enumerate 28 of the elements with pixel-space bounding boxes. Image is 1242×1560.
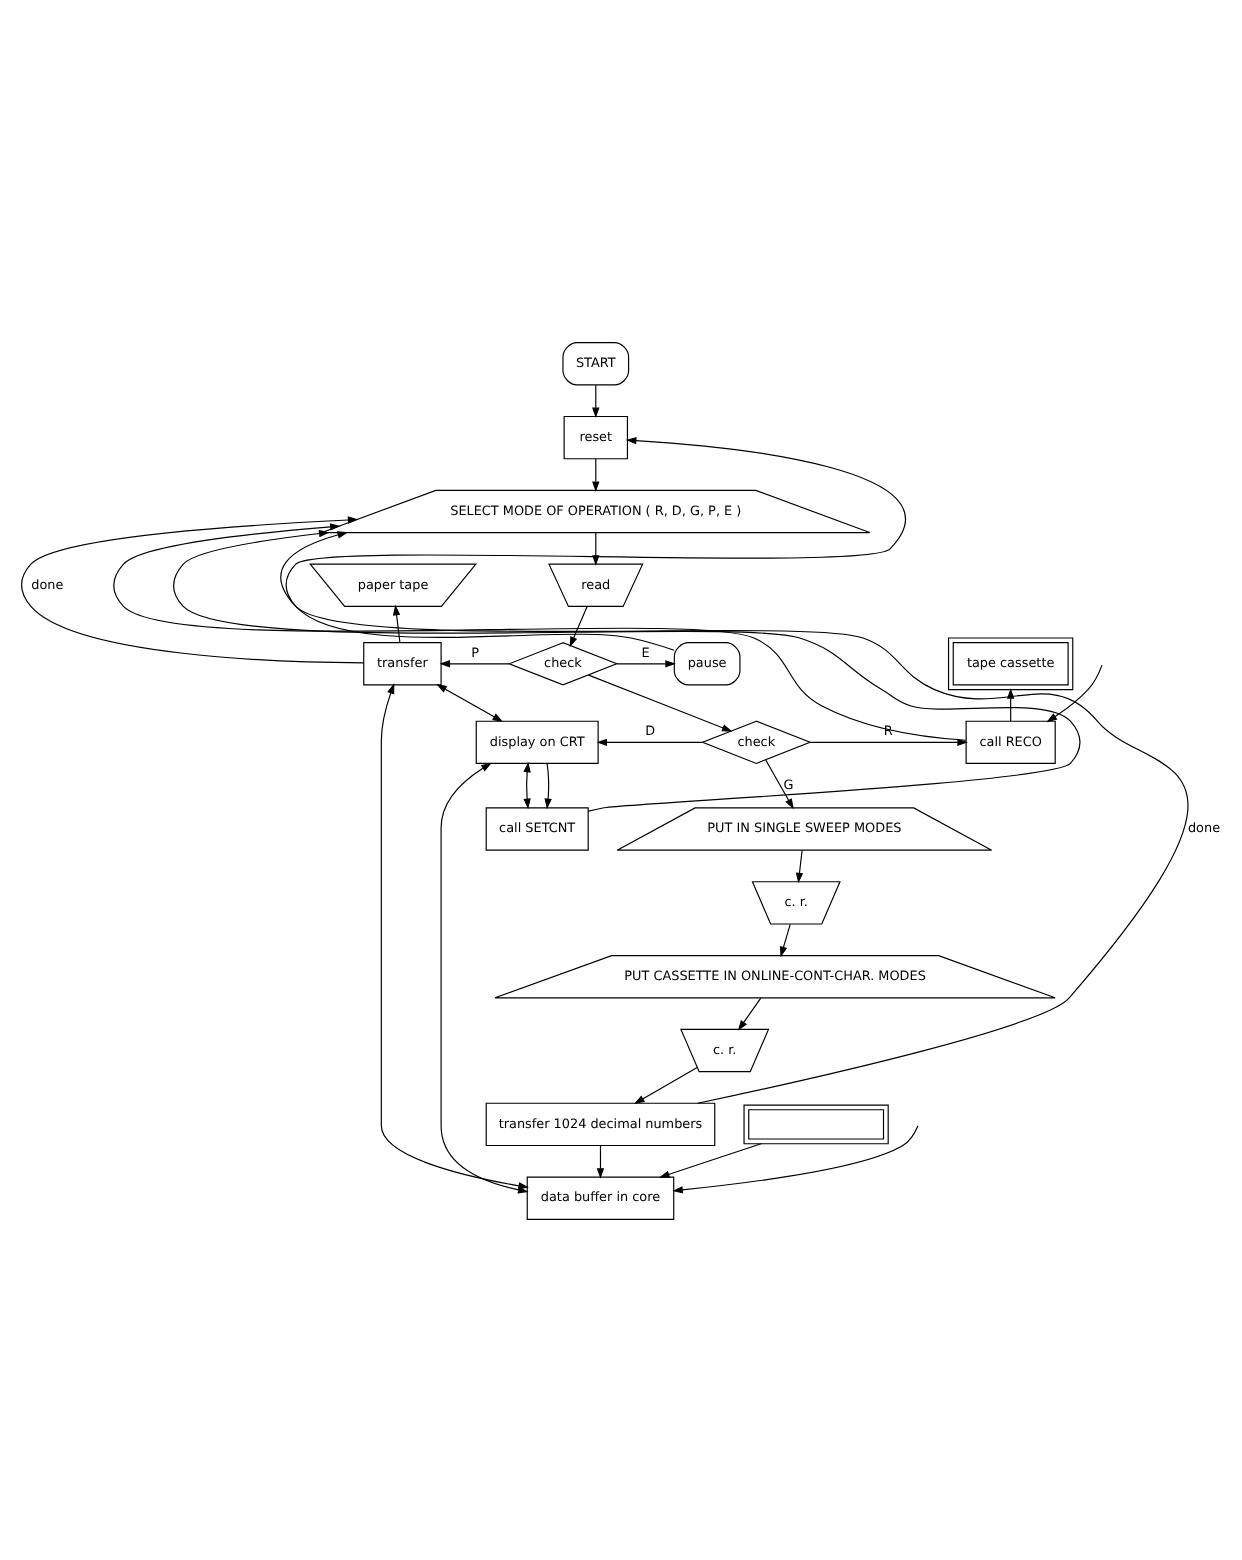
arrow — [392, 603, 401, 643]
arrow — [592, 383, 600, 418]
arrow — [672, 1124, 919, 1193]
arrow — [569, 604, 588, 647]
arrow — [765, 758, 794, 809]
arrow — [21, 515, 365, 663]
arrow — [280, 530, 1189, 1103]
arrow — [592, 457, 600, 491]
arrow — [544, 761, 552, 809]
arrow — [616, 659, 676, 667]
arrow — [658, 1142, 762, 1177]
arrow — [523, 760, 531, 809]
arrow — [809, 737, 968, 746]
arrow — [779, 922, 791, 957]
arrow — [588, 673, 733, 731]
arrow — [737, 996, 762, 1030]
arrow — [1006, 687, 1015, 721]
arrow — [173, 528, 1081, 811]
arrow — [596, 737, 703, 746]
arrow — [1046, 663, 1103, 722]
arrow — [436, 683, 504, 721]
arrow — [634, 1066, 698, 1103]
arrow — [795, 848, 804, 883]
arrow — [439, 659, 510, 667]
arrow — [285, 436, 906, 650]
arrow — [596, 1144, 605, 1178]
arrow — [592, 531, 600, 565]
arrow — [113, 522, 967, 740]
